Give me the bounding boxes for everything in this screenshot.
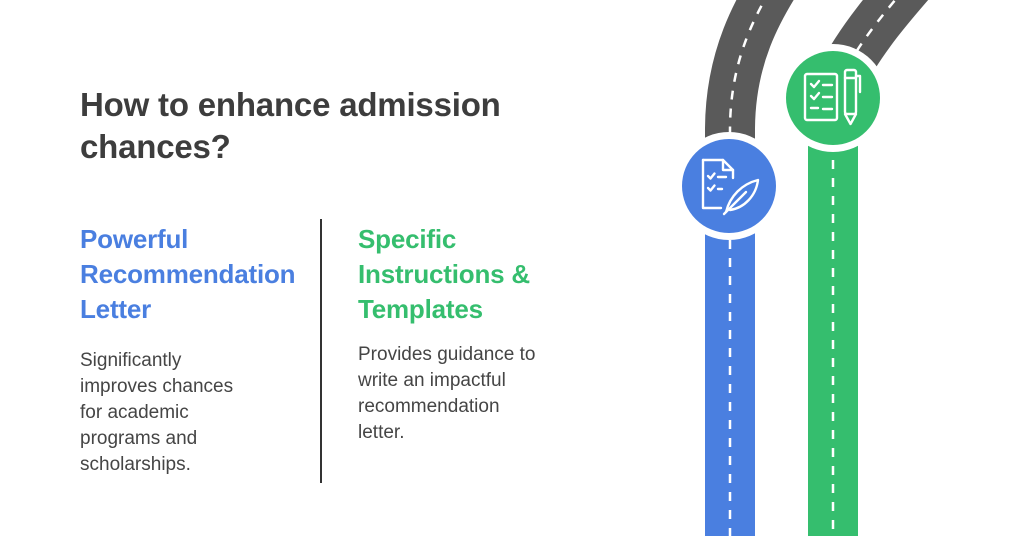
column-heading-line: Specific (358, 224, 457, 254)
column-instructions-templates: Specific Instructions & Templates Provid… (358, 222, 598, 443)
column-divider (320, 219, 322, 483)
column-description: Significantly improves chances for acade… (80, 348, 233, 478)
column-heading-line: Instructions & (358, 259, 530, 289)
column-description: Provides guidance to write an impactful … (358, 342, 535, 446)
road-right (808, 0, 929, 536)
page-title-line-1: How to enhance admission (80, 86, 501, 123)
column-recommendation-letter: Powerful Recommendation Letter Significa… (80, 222, 320, 475)
column-description-line: recommendation (358, 396, 500, 417)
column-description-line: letter. (358, 422, 405, 443)
page-title: How to enhance admission chances? (80, 84, 600, 168)
column-description-line: write an impactful (358, 370, 506, 391)
column-description-line: for academic (80, 402, 189, 423)
column-heading-line: Recommendation (80, 259, 296, 289)
column-heading-line: Powerful (80, 224, 189, 254)
column-description-line: improves chances (80, 376, 234, 397)
column-description-line: Significantly (80, 350, 182, 371)
column-description-line: Provides guidance to (358, 344, 536, 365)
column-description-line: scholarships. (80, 454, 191, 475)
column-heading: Powerful Recommendation Letter (80, 222, 320, 327)
document-pen-icon (675, 132, 783, 240)
road-left (705, 0, 794, 536)
column-heading: Specific Instructions & Templates (358, 222, 598, 327)
page-title-line-2: chances? (80, 128, 231, 165)
checklist-pen-icon (779, 44, 887, 152)
column-description-line: programs and (80, 428, 198, 449)
column-heading-line: Letter (80, 294, 152, 324)
road-left-dashes-grey (728, 0, 767, 220)
column-heading-line: Templates (358, 294, 483, 324)
